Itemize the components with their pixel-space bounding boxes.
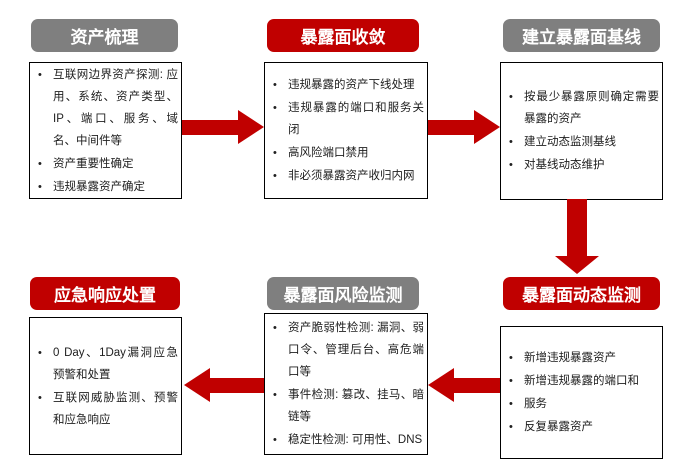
bullet-item: 互联网边界资产探测: 应用、系统、资产类型、IP、端口、服务、域名、中间件等 (30, 64, 178, 152)
step-body-exposure-dynamic-monitoring: 新增违规暴露资产新增违规暴露的端口和服务反复暴露资产 (500, 326, 663, 459)
step-header-asset-inventory: 资产梳理 (31, 19, 178, 52)
step-header-exposure-risk-monitoring: 暴露面风险监测 (267, 277, 419, 310)
bullet-item: 建立动态监测基线 (501, 131, 659, 153)
arrow-head-left-icon (184, 368, 210, 402)
bullet-list: 0 Day、1Day漏洞应急预警和处置互联网威胁监测、预警和应急响应 (30, 341, 181, 432)
step-body-asset-inventory: 互联网边界资产探测: 应用、系统、资产类型、IP、端口、服务、域名、中间件等资产… (29, 62, 182, 199)
arrow-shaft (182, 119, 238, 135)
step-header-exposure-dynamic-monitoring: 暴露面动态监测 (503, 277, 660, 310)
arrow-shaft (567, 199, 587, 256)
arrow-shaft (454, 377, 500, 393)
bullet-item: 新增违规暴露的端口和 (501, 370, 659, 392)
bullet-list: 资产脆弱性检测: 漏洞、弱口令、管理后台、高危端口等事件检测: 篡改、挂马、暗链… (265, 316, 427, 452)
step-body-exposure-baseline: 按最少暴露原则确定需要暴露的资产建立动态监测基线对基线动态维护 (500, 62, 663, 200)
step-body-exposure-convergence: 违规暴露的资产下线处理违规暴露的端口和服务关闭高风险端口禁用非必须暴露资产收归内… (264, 62, 428, 199)
bullet-item: 非必须暴露资产收归内网 (265, 165, 424, 187)
step-header-exposure-baseline: 建立暴露面基线 (503, 19, 660, 52)
arrow-down-step3-to-step4 (555, 199, 599, 274)
bullet-item: 按最少暴露原则确定需要暴露的资产 (501, 86, 659, 130)
step-body-emergency-response: 0 Day、1Day漏洞应急预警和处置互联网威胁监测、预警和应急响应 (29, 317, 182, 455)
bullet-item: 高风险端口禁用 (265, 142, 424, 164)
arrow-head-left-icon (428, 368, 454, 402)
arrow-right-step2-to-step3 (428, 110, 500, 144)
bullet-item: 0 Day、1Day漏洞应急预警和处置 (30, 342, 178, 386)
bullet-item: 新增违规暴露资产 (501, 347, 659, 369)
bullet-item: 违规暴露的资产下线处理 (265, 74, 424, 96)
bullet-item: 违规暴露资产确定 (30, 176, 178, 198)
arrow-shaft (210, 377, 264, 393)
bullet-list: 新增违规暴露资产新增违规暴露的端口和服务反复暴露资产 (501, 346, 662, 439)
arrow-right-step1-to-step2 (182, 110, 264, 144)
bullet-item: 事件检测: 篡改、挂马、暗链等 (265, 384, 424, 428)
bullet-item: 互联网威胁监测、预警和应急响应 (30, 387, 178, 431)
arrow-left-step4-to-step5 (428, 368, 500, 402)
bullet-item: 资产重要性确定 (30, 153, 178, 175)
bullet-item: 对基线动态维护 (501, 154, 659, 176)
arrow-left-step5-to-step6 (184, 368, 264, 402)
bullet-list: 按最少暴露原则确定需要暴露的资产建立动态监测基线对基线动态维护 (501, 85, 662, 177)
bullet-item: 资产脆弱性检测: 漏洞、弱口令、管理后台、高危端口等 (265, 317, 424, 383)
bullet-item: 稳定性检测: 可用性、DNS (265, 429, 424, 451)
step-header-exposure-convergence: 暴露面收敛 (267, 19, 419, 52)
bullet-item: 反复暴露资产 (501, 416, 659, 438)
arrow-head-down-icon (555, 256, 599, 274)
step-body-exposure-risk-monitoring: 资产脆弱性检测: 漏洞、弱口令、管理后台、高危端口等事件检测: 篡改、挂马、暗链… (264, 313, 428, 455)
arrow-head-right-icon (474, 110, 500, 144)
arrow-shaft (428, 119, 474, 135)
arrow-head-right-icon (238, 110, 264, 144)
bullet-list: 互联网边界资产探测: 应用、系统、资产类型、IP、端口、服务、域名、中间件等资产… (30, 63, 181, 199)
bullet-list: 违规暴露的资产下线处理违规暴露的端口和服务关闭高风险端口禁用非必须暴露资产收归内… (265, 73, 427, 188)
step-header-emergency-response: 应急响应处置 (30, 277, 180, 310)
bullet-item: 违规暴露的端口和服务关闭 (265, 97, 424, 141)
bullet-item: 服务 (501, 393, 659, 415)
